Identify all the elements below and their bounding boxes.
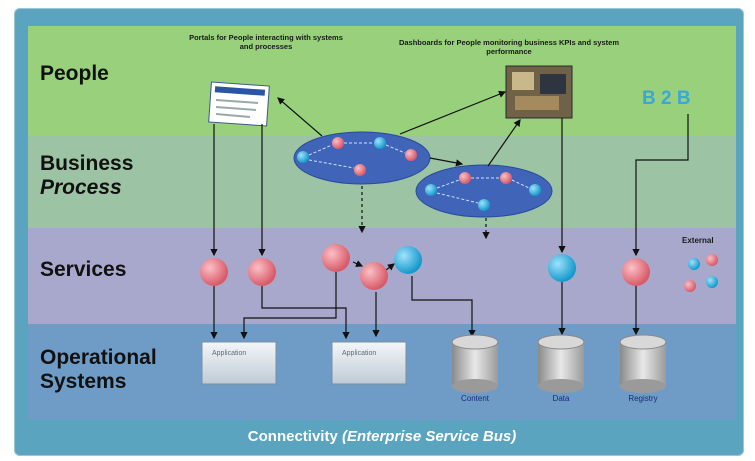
service-node — [360, 262, 388, 290]
service-nodes — [200, 244, 650, 290]
application-label-1: Application — [212, 350, 247, 357]
business-label: Business — [40, 152, 134, 175]
application-label-2: Application — [342, 350, 377, 357]
service-node — [200, 258, 228, 286]
external-services — [684, 254, 718, 292]
people-layer — [28, 26, 736, 136]
service-node — [548, 254, 576, 282]
operational-label: Operational — [40, 346, 157, 369]
database-label-content: Content — [460, 394, 490, 403]
process-label: Process — [40, 176, 122, 199]
application-box-2 — [331, 341, 407, 385]
application-box-1 — [201, 341, 277, 385]
connector-lines — [210, 90, 689, 340]
service-node — [394, 246, 422, 274]
service-node — [322, 244, 350, 272]
portals-note: Portals for People interacting with syst… — [189, 33, 343, 51]
database-content — [451, 334, 499, 393]
business-process-label: Business Process — [40, 152, 133, 200]
operational-systems-label: Operational Systems — [40, 346, 157, 394]
portal-image — [208, 81, 270, 127]
service-node — [622, 258, 650, 286]
database-label-data: Data — [552, 394, 570, 403]
connectivity-bus: Connectivity (Enterprise Service Bus) — [28, 424, 736, 450]
process-ellipse-2 — [415, 164, 553, 218]
process-ellipse-1 — [293, 131, 431, 185]
b2b-label: B 2 B — [642, 88, 691, 109]
dashboards-note: Dashboards for People monitoring busines… — [398, 38, 620, 56]
database-registry — [619, 334, 667, 393]
people-label: People — [40, 62, 109, 85]
bus-prefix: Connectivity — [247, 428, 338, 445]
service-node — [248, 258, 276, 286]
database-label-registry: Registry — [628, 394, 658, 403]
bus-suffix: (Enterprise Service Bus) — [341, 428, 517, 445]
systems-label: Systems — [40, 370, 127, 393]
dashboard-image — [505, 65, 573, 119]
database-data — [537, 334, 585, 393]
services-label: Services — [40, 258, 127, 281]
external-label: External — [682, 236, 714, 245]
